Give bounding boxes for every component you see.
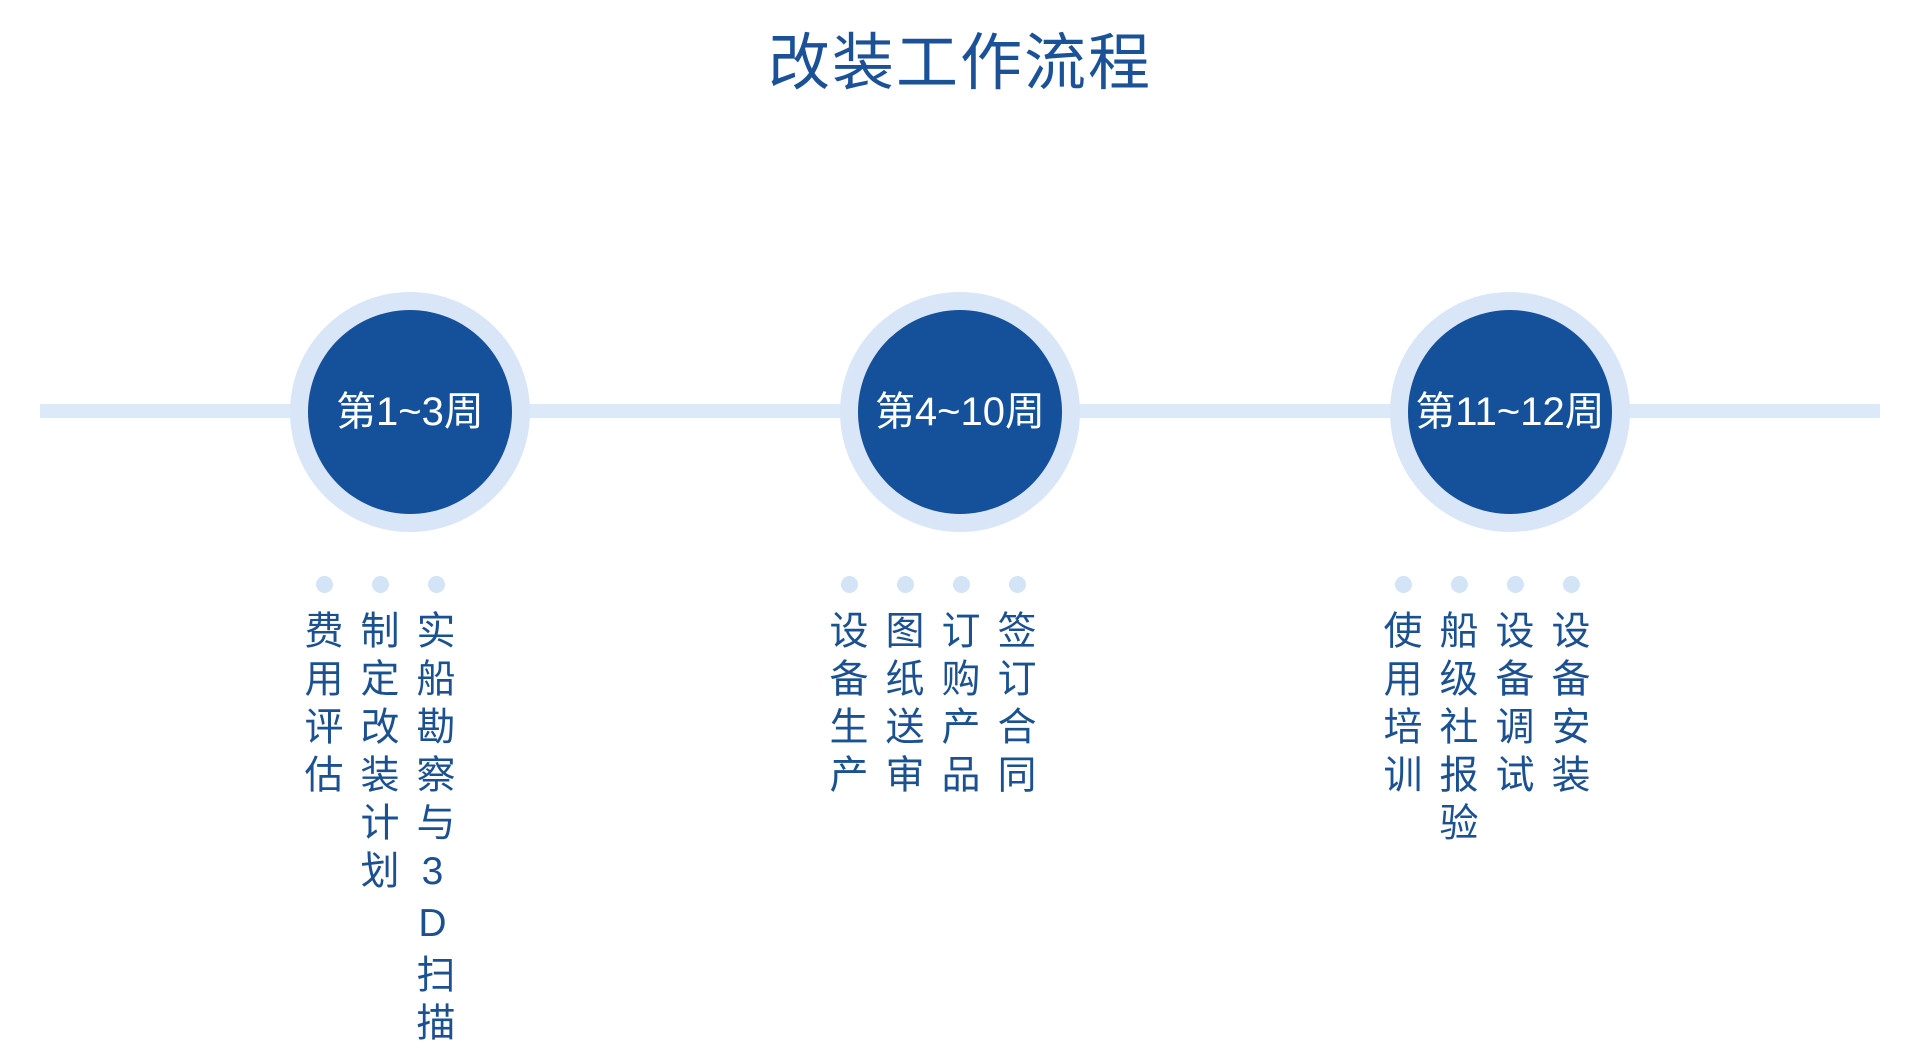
bullet-dot-icon: [953, 576, 970, 593]
task-item[interactable]: 设备调试: [1490, 610, 1533, 802]
phase-period-label-3: 第11~12周: [1415, 390, 1605, 434]
bullet-dot-icon: [1009, 576, 1026, 593]
bullet-dot-icon: [841, 576, 858, 593]
bullet-dot-icon: [897, 576, 914, 593]
task-item[interactable]: 船级社报验: [1434, 610, 1477, 850]
phase-period-label-2: 第4~10周: [874, 390, 1046, 434]
task-item[interactable]: 制定改装计划: [355, 610, 398, 898]
phase-disc-2: 第4~10周: [858, 310, 1062, 514]
task-item[interactable]: 签订合同: [992, 610, 1035, 802]
phase-node-1[interactable]: 第1~3周: [290, 292, 530, 532]
task-item[interactable]: 实船勘察与3D扫描: [411, 610, 454, 1050]
task-item[interactable]: 订购产品: [936, 610, 979, 802]
bullet-dot-icon: [372, 576, 389, 593]
phase-disc-1: 第1~3周: [308, 310, 512, 514]
bullet-dot-icon: [1563, 576, 1580, 593]
task-item[interactable]: 费用评估: [299, 610, 342, 802]
bullet-dot-icon: [1507, 576, 1524, 593]
task-item[interactable]: 设备生产: [824, 610, 867, 802]
task-item[interactable]: 图纸送审: [880, 610, 923, 802]
phase-period-label-1: 第1~3周: [336, 390, 484, 434]
task-item[interactable]: 使用培训: [1378, 610, 1421, 802]
phase-node-3[interactable]: 第11~12周: [1390, 292, 1630, 532]
bullet-dot-icon: [428, 576, 445, 593]
phase-disc-3: 第11~12周: [1408, 310, 1612, 514]
page-title: 改装工作流程: [767, 26, 1152, 99]
bullet-dot-icon: [316, 576, 333, 593]
bullet-dot-icon: [1451, 576, 1468, 593]
phase-node-2[interactable]: 第4~10周: [840, 292, 1080, 532]
task-item[interactable]: 设备安装: [1546, 610, 1589, 802]
bullet-dot-icon: [1395, 576, 1412, 593]
